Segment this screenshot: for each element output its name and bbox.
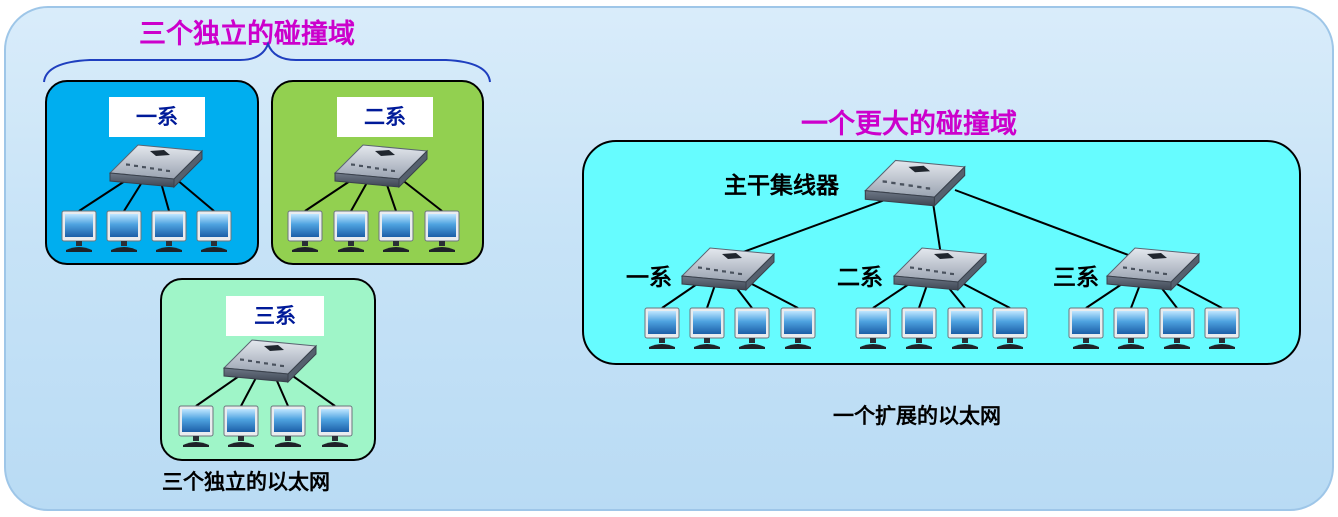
ext3-cable-4 [1172, 281, 1223, 309]
dept-label-3: 三系 [1053, 265, 1099, 291]
lan2-cable-1 [304, 178, 354, 212]
ext2-monitor-2 [901, 307, 937, 349]
ext3-monitor-2 [1113, 307, 1149, 349]
ext1-monitor-4 [780, 307, 816, 349]
ext3-monitor-3 [1159, 307, 1195, 349]
ext1-monitor-2 [689, 307, 725, 349]
lan1-monitor-1 [61, 210, 97, 252]
right-caption: 一个扩展的以太网 [833, 404, 1001, 428]
lan1-cable-1 [78, 178, 129, 212]
dept-label-2: 二系 [837, 265, 883, 291]
backbone-hub [864, 159, 966, 208]
left-title: 三个独立的碰撞域 [139, 19, 355, 50]
ext1-monitor-3 [734, 307, 770, 349]
right-title: 一个更大的碰撞域 [801, 109, 1017, 140]
ext1-monitor-1 [644, 307, 680, 349]
group-label-1: 一系 [109, 97, 205, 137]
ext2-hub [892, 247, 988, 292]
backbone-link-1 [715, 189, 913, 263]
backbone-hub-label: 主干集线器 [724, 173, 839, 199]
group-label-2: 二系 [337, 97, 433, 137]
lan3-monitor-1 [178, 405, 214, 447]
group-label-3: 三系 [226, 296, 324, 336]
ext1-hub [680, 247, 776, 292]
curly-brace [43, 41, 491, 83]
lan1-monitor-2 [106, 210, 142, 252]
backbone-link-3 [954, 189, 1148, 263]
left-caption: 三个独立的以太网 [162, 470, 330, 494]
lan1-hub [108, 144, 204, 189]
lan2-monitor-1 [287, 210, 323, 252]
ext3-monitor-1 [1068, 307, 1104, 349]
ext3-hub [1105, 247, 1201, 292]
ext2-monitor-1 [855, 307, 891, 349]
lan2-monitor-2 [333, 210, 369, 252]
lan2-monitor-4 [424, 210, 460, 252]
lan3-monitor-3 [270, 405, 306, 447]
lan1-monitor-3 [151, 210, 187, 252]
ext1-cable-4 [747, 281, 799, 309]
lan3-hub [222, 339, 318, 384]
ext2-monitor-3 [947, 307, 983, 349]
lan2-cable-4 [400, 178, 443, 212]
ext1-cable-1 [661, 281, 701, 309]
lan3-monitor-2 [223, 405, 259, 447]
ext2-cable-1 [872, 281, 913, 309]
lan2-monitor-3 [378, 210, 414, 252]
lan1-monitor-4 [196, 210, 232, 252]
ext3-monitor-4 [1204, 307, 1240, 349]
lan3-cable-4 [289, 373, 336, 407]
ext2-monitor-4 [992, 307, 1028, 349]
lan3-cable-1 [195, 373, 243, 407]
lan2-hub [333, 144, 429, 189]
lan3-monitor-4 [317, 405, 353, 447]
ext3-cable-1 [1085, 281, 1126, 309]
ext2-cable-4 [959, 281, 1011, 309]
dept-label-1: 一系 [626, 265, 672, 291]
lan1-cable-4 [175, 178, 215, 212]
